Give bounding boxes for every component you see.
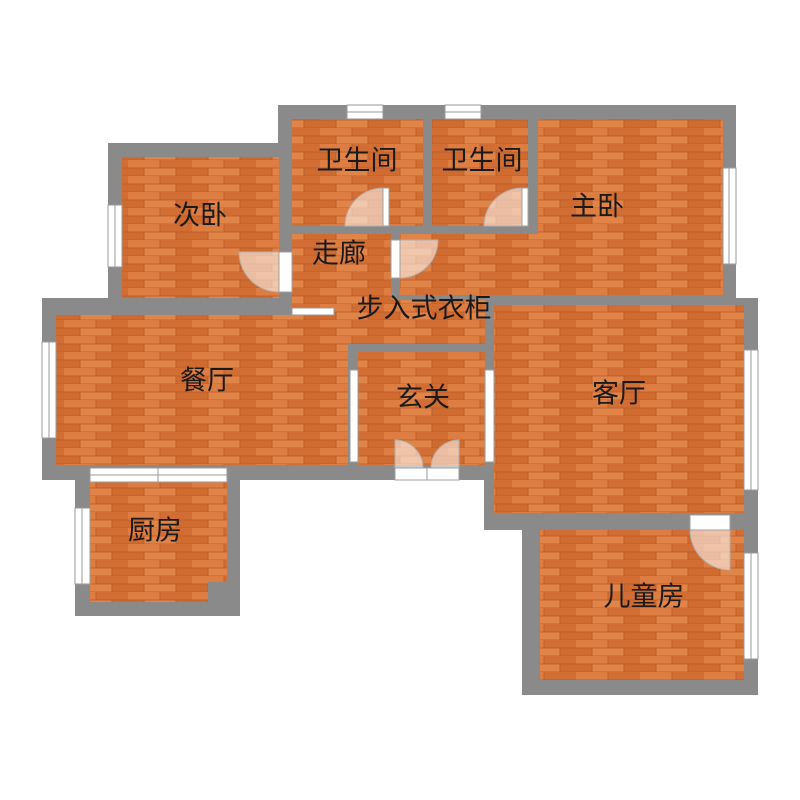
label-bathroom-right: 卫生间: [442, 146, 523, 177]
door-kids-room: [689, 514, 731, 571]
label-living-room: 客厅: [592, 379, 646, 410]
floor-master-bedroom: [538, 119, 723, 295]
window-kids-room: [743, 552, 759, 660]
window-bathroom-right: [444, 104, 482, 120]
label-kids-room: 儿童房: [604, 582, 685, 613]
floor-living-room: [494, 305, 744, 513]
floor-foyer: [358, 352, 485, 465]
label-foyer: 玄关: [396, 383, 450, 414]
opening-foyer-left: [349, 369, 359, 463]
opening-corridor-dining: [291, 307, 335, 316]
window-kitchen-top: [89, 467, 228, 483]
door-entrance: [394, 439, 460, 481]
window-kitchen-side: [74, 507, 91, 585]
label-kitchen: 厨房: [128, 516, 182, 547]
opening-foyer-right: [484, 369, 495, 463]
window-second-bedroom: [107, 204, 123, 268]
door-bathroom-right: [483, 187, 529, 227]
floor-kitchen: [90, 482, 227, 602]
window-living-room: [743, 349, 759, 491]
label-second-bedroom: 次卧: [173, 201, 227, 232]
door-master-bedroom: [390, 239, 439, 279]
door-second-bedroom: [238, 251, 293, 293]
label-walk-in-closet: 步入式衣柜: [357, 294, 492, 325]
floor-dining-room: [56, 315, 348, 465]
label-bathroom-left: 卫生间: [317, 146, 398, 177]
window-master-bedroom: [722, 167, 737, 265]
window-dining-room: [41, 341, 57, 439]
windows: [41, 104, 759, 660]
window-bathroom-left: [346, 104, 384, 120]
door-bathroom-left: [344, 187, 390, 227]
floor-corridor: [292, 234, 391, 308]
label-corridor: 走廊: [312, 239, 366, 270]
label-master-bedroom: 主卧: [570, 192, 624, 223]
label-dining-room: 餐厅: [180, 366, 234, 397]
doors: [238, 187, 731, 571]
room-labels: 卫生间 卫生间 次卧 主卧 走廊 步入式衣柜 餐厅 玄关 客厅 厨房 儿童房: [128, 146, 685, 613]
